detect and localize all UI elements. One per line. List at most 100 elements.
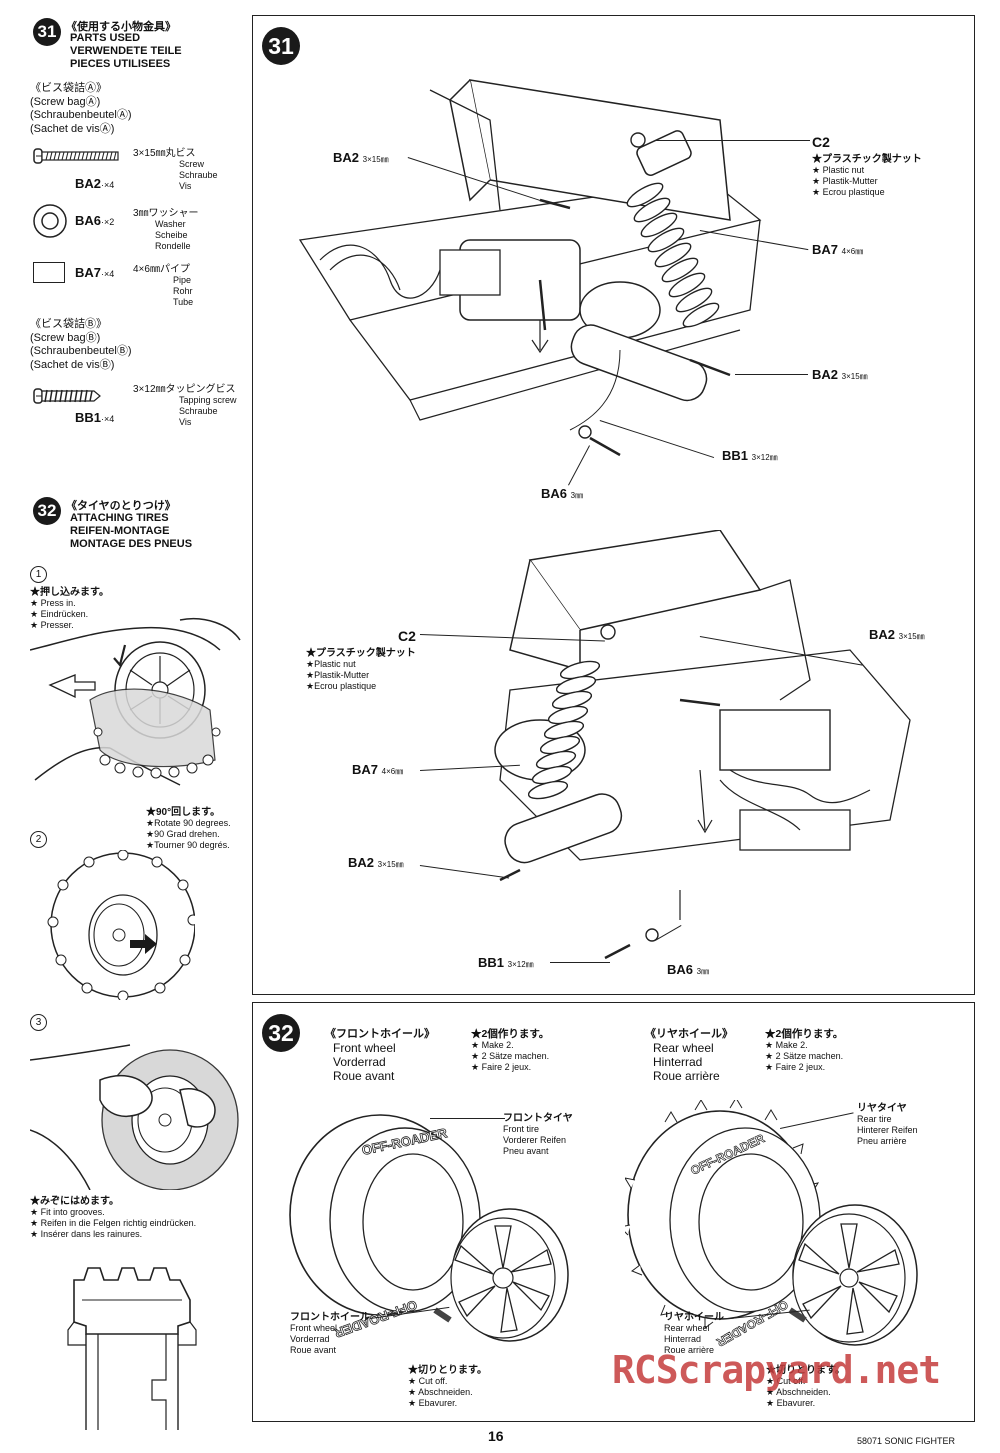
make-2-front: ★2個作ります。 ★ Make 2. ★ 2 Sätze machen. ★ F… <box>471 1029 549 1073</box>
substep-1-marker: 1 <box>30 566 47 583</box>
label2-ba2-left-size: 3×15㎜ <box>377 860 404 869</box>
model-name: 58071 SONIC FIGHTER <box>857 1436 956 1446</box>
bag-a-label: 《ビス袋詰Ⓐ》 (Screw bagⒶ) (SchraubenbeutelⒶ) … <box>30 82 132 136</box>
bag-a-en: (Screw bagⒶ) <box>30 95 101 108</box>
substep-1-text: ★押し込みます。 ★ Press in. ★ Eindrücken. ★ Pre… <box>30 587 109 631</box>
label2-bb1-size: 3×12㎜ <box>507 960 534 969</box>
rear-tire-en: Rear tire <box>857 1114 892 1124</box>
rear-wheel-en: Rear wheel <box>653 1041 714 1055</box>
bb1-code: BB1 <box>75 410 102 425</box>
label-ba7: BA7 4×6㎜ <box>812 242 863 257</box>
label-ba6-code: BA6 <box>541 486 568 501</box>
label-ba2-right-code: BA2 <box>812 367 839 382</box>
substep-3-text: ★みぞにはめます。 ★ Fit into grooves. ★ Reifen i… <box>30 1196 196 1240</box>
substep-2-text: ★90°回します。 ★Rotate 90 degrees. ★90 Grad d… <box>146 807 231 851</box>
watermark: RCScrapyard.net <box>612 1348 941 1392</box>
make2-rear-en: ★ Make 2. <box>765 1040 808 1050</box>
sub3-en: ★ Fit into grooves. <box>30 1207 105 1217</box>
leader2-bb1 <box>550 962 610 963</box>
ba7-fr: Tube <box>173 297 194 307</box>
label2-bb1-code: BB1 <box>478 955 505 970</box>
front-wheel-en: Front wheel <box>333 1041 396 1055</box>
bag-b-en: (Screw bagⒷ) <box>30 331 101 344</box>
press-in-illustration <box>30 618 241 786</box>
ba2-de: Schraube <box>179 170 218 180</box>
rear-cut-jp: ★切りとります。 <box>766 1365 845 1376</box>
ba6-en: Washer <box>155 219 186 229</box>
label2-ba2-top-code: BA2 <box>869 627 896 642</box>
ba2-fr: Vis <box>179 181 192 191</box>
sub3-de: ★ Reifen in die Felgen richtig eindrücke… <box>30 1218 197 1228</box>
part-ba7-code: BA7·×4 <box>75 265 114 280</box>
substep-3-num: 3 <box>35 1017 42 1028</box>
front-tire-en: Front tire <box>503 1124 540 1134</box>
sub3-jp: ★みぞにはめます。 <box>30 1196 119 1207</box>
front-wheel-part-fr: Roue avant <box>290 1345 337 1355</box>
step-31-diagram-badge: 31 <box>262 27 300 65</box>
step-31-badge: 31 <box>33 18 61 46</box>
washer-ba6-icon <box>33 204 67 238</box>
substep-2-num: 2 <box>35 834 42 845</box>
front-wheel-header: 《フロントホイール》 Front wheel Vorderrad Roue av… <box>325 1027 435 1083</box>
sub2-de: ★90 Grad drehen. <box>146 829 220 839</box>
label2-c2: C2 ★プラスチック製ナット ★Plastic nut ★Plastik-Mut… <box>306 628 416 692</box>
front-wheel-part-jp: フロントホイール <box>290 1312 370 1323</box>
make2-front-fr: ★ Faire 2 jeux. <box>471 1062 532 1072</box>
part-bb1-code: BB1·×4 <box>75 410 114 425</box>
label2-c2-de: ★Plastik-Mutter <box>306 670 370 680</box>
bag-b-jp: 《ビス袋詰Ⓑ》 <box>30 318 107 330</box>
tire-cross-section-illustration <box>67 1267 197 1430</box>
rear-cut-en: ★ Cut off. <box>766 1376 806 1386</box>
make2-front-jp: ★2個作ります。 <box>471 1028 550 1040</box>
label2-ba6-code: BA6 <box>667 962 694 977</box>
page-number: 16 <box>488 1428 504 1444</box>
bag-a-fr: (Sachet de visⒶ) <box>30 122 115 135</box>
part-ba6-code: BA6·×2 <box>75 213 114 228</box>
label2-c2-code: C2 <box>398 628 416 644</box>
bb1-fr: Vis <box>179 417 192 427</box>
rear-tire-de: Hinterer Reifen <box>857 1125 918 1135</box>
label2-ba7-size: 4×6㎜ <box>381 767 404 776</box>
label-ba6-size: 3㎜ <box>570 491 584 500</box>
sub1-jp: ★押し込みます。 <box>30 587 109 598</box>
label-ba7-code: BA7 <box>812 242 839 257</box>
part-ba2-desc: 3×15㎜丸ビス Screw Schraube Vis <box>133 148 218 192</box>
front-wheel-part-en: Front wheel <box>290 1323 338 1333</box>
ba6-jp: 3㎜ワッシャー <box>133 208 199 219</box>
step-32-diagram-badge: 32 <box>262 1014 300 1052</box>
label-ba2-top-size: 3×15㎜ <box>362 155 389 164</box>
label2-ba2-top-size: 3×15㎜ <box>898 632 925 641</box>
diagram-step-number-32: 32 <box>268 1019 294 1046</box>
make-2-rear: ★2個作ります。 ★ Make 2. ★ 2 Sätze machen. ★ F… <box>765 1029 843 1073</box>
bb1-qty: ·×4 <box>101 414 115 424</box>
bb1-jp: 3×12㎜タッピングビス <box>133 384 236 395</box>
sub3-fr: ★ Insérer dans les rainures. <box>30 1229 143 1239</box>
label-bb1-code: BB1 <box>722 448 749 463</box>
chassis-assembly-diagram-top <box>298 79 762 457</box>
front-tire-jp: フロントタイヤ <box>503 1113 573 1124</box>
part-bb1-desc: 3×12㎜タッピングビス Tapping screw Schraube Vis <box>133 384 237 428</box>
sub1-de: ★ Eindrücken. <box>30 609 89 619</box>
ba6-qty: ·×2 <box>101 217 115 227</box>
bag-b-fr: (Sachet de visⒷ) <box>30 358 115 371</box>
tires-jp: 《タイヤのとりつけ》 <box>66 500 176 512</box>
label2-ba7: BA7 4×6㎜ <box>352 762 403 777</box>
label2-ba2-left: BA2 3×15㎜ <box>348 855 404 870</box>
front-wheel-de: Vorderrad <box>333 1055 386 1069</box>
rear-cut-off-label: ★切りとります。 ★ Cut off. ★ Abschneiden. ★ Eba… <box>766 1365 845 1409</box>
front-cut-off-label: ★切りとります。 ★ Cut off. ★ Abschneiden. ★ Eba… <box>408 1365 487 1409</box>
sub1-en: ★ Press in. <box>30 598 76 608</box>
tires-en: ATTACHING TIRES <box>70 512 169 524</box>
ba7-code: BA7 <box>75 265 102 280</box>
bag-b-label: 《ビス袋詰Ⓑ》 (Screw bagⒷ) (SchraubenbeutelⒷ) … <box>30 318 132 372</box>
rear-wheel-label: リヤホイール Rear wheel Hinterrad Roue arrière <box>664 1312 724 1356</box>
substep-3-marker: 3 <box>30 1014 47 1031</box>
front-tire-de: Vorderer Reifen <box>503 1135 567 1145</box>
parts-used-fr: PIECES UTILISEES <box>70 58 171 70</box>
label2-ba2-left-code: BA2 <box>348 855 375 870</box>
make2-front-en: ★ Make 2. <box>471 1040 514 1050</box>
bb1-de: Schraube <box>179 406 218 416</box>
rear-wheel-jp: 《リヤホイール》 <box>645 1028 733 1040</box>
ba6-fr: Rondelle <box>155 241 191 251</box>
label-c2-de: ★ Plastik-Mutter <box>812 176 878 186</box>
